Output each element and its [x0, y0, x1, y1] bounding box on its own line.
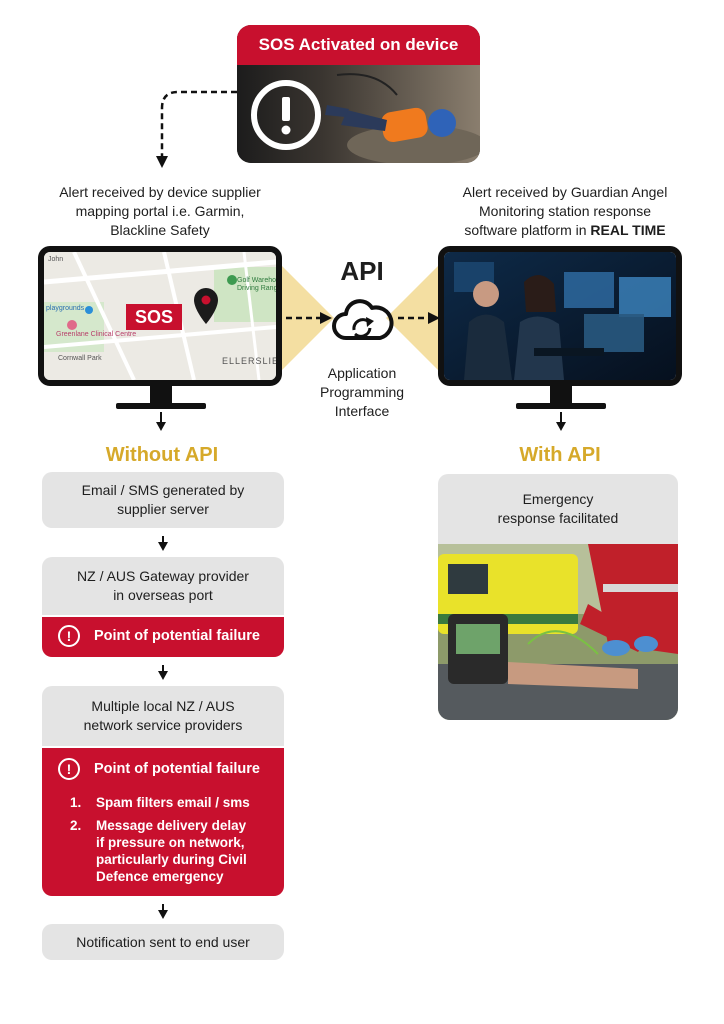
without-api-title: Without API: [105, 444, 219, 466]
step-email-sms: Email / SMS generated by supplier server: [42, 472, 284, 528]
failure-title: Point of potential failure: [94, 761, 260, 777]
step-line: network service providers: [83, 717, 243, 733]
portal-monitor-screen: Golf Warehouse Driving Range playgrounds…: [38, 246, 282, 386]
failure-item-text: Message delivery delay if pressure on ne…: [96, 818, 247, 884]
exclamation-circle-icon: [251, 80, 321, 150]
right-caption-line: Monitoring station response: [479, 203, 651, 219]
arrow-down: [156, 422, 166, 431]
step-local-network-providers: Multiple local NZ / AUS network service …: [42, 686, 284, 746]
api-caption-line: Application: [327, 365, 397, 381]
right-caption: Alert received by Guardian Angel Monitor…: [420, 183, 710, 240]
map-label-john: John: [48, 256, 63, 263]
arrow-stem: [162, 665, 164, 672]
arrow-down: [158, 671, 168, 680]
with-api-title: With API: [519, 444, 601, 466]
real-time-label: REAL TIME: [590, 222, 666, 238]
arrow-stem: [162, 536, 164, 543]
sos-to-portal-connector: [156, 90, 237, 168]
arrow-stem: [160, 412, 162, 424]
step-line: supplier server: [117, 501, 209, 517]
api-caption: Application Programming Interface: [312, 364, 412, 421]
portal-monitor-neck: [150, 386, 172, 404]
api-caption-line: Programming: [319, 384, 405, 400]
failure-item: 1. Spam filters email / sms: [70, 794, 270, 811]
fallen-worker-photo: [237, 65, 480, 163]
step-line: in overseas port: [113, 587, 213, 603]
left-caption-line: mapping portal i.e. Garmin,: [75, 203, 245, 219]
api-beams: [282, 266, 440, 370]
step-line: Email / SMS generated by: [81, 482, 245, 498]
failure-list: 1. Spam filters email / sms 2. Message del…: [42, 780, 284, 885]
arrow-down: [158, 542, 168, 551]
exclamation-circle-icon: !: [58, 625, 80, 647]
map-view: Golf Warehouse Driving Range playgrounds…: [44, 252, 276, 380]
api-title: API: [340, 256, 384, 286]
right-caption-line: software platform in REAL TIME: [420, 221, 710, 240]
left-caption-line: Alert received by device supplier: [59, 184, 261, 200]
monitoring-monitor-base: [516, 403, 606, 409]
map-label-playgrounds: playgrounds: [46, 305, 85, 312]
failure-item-number: 1.: [70, 795, 82, 810]
portal-monitor-base: [116, 403, 206, 409]
sos-title: SOS Activated on device: [237, 25, 480, 65]
map-label-clinic: Greenlane Clinical Centre: [56, 331, 136, 338]
monitoring-monitor-screen: [438, 246, 682, 386]
cpr-scene: [438, 544, 678, 720]
location-pin-icon: [194, 288, 218, 324]
arrow-stem: [560, 412, 562, 424]
left-caption-line: Blackline Safety: [110, 222, 210, 238]
failure-point-1: ! Point of potential failure: [42, 617, 284, 657]
step-line: NZ / AUS Gateway provider: [77, 568, 249, 584]
failure-header: ! Point of potential failure: [42, 617, 284, 647]
map-label-golf: Golf Warehouse: [237, 277, 276, 284]
arrow-down: [158, 910, 168, 919]
failure-header: ! Point of potential failure: [42, 748, 284, 780]
step-gateway-provider: NZ / AUS Gateway provider in overseas po…: [42, 557, 284, 615]
failure-title: Point of potential failure: [94, 628, 260, 644]
step-line: Multiple local NZ / AUS: [91, 698, 235, 714]
cloud-sync-icon: [332, 299, 394, 340]
failure-item: 2. Message delivery delay if pressure on …: [70, 817, 270, 885]
control-room-photo: [444, 252, 676, 380]
step-line: Emergency: [522, 491, 594, 507]
right-caption-line: Alert received by Guardian Angel: [462, 184, 668, 200]
exclamation-circle-icon: !: [58, 758, 80, 780]
map-label-golf-2: Driving Range: [237, 285, 276, 292]
failure-item-text: Spam filters email / sms: [96, 795, 250, 810]
step-line: response facilitated: [497, 510, 619, 526]
left-caption: Alert received by device supplier mappin…: [25, 183, 295, 240]
sos-activated-card: SOS Activated on device: [237, 25, 480, 163]
arrow-down: [556, 422, 566, 431]
failure-item-number: 2.: [70, 818, 82, 833]
monitoring-monitor-neck: [550, 386, 572, 404]
paramedic-photo: [438, 544, 678, 720]
map-sos-badge: [126, 304, 182, 330]
api-caption-line: Interface: [334, 403, 390, 419]
map-label-suburb: ELLERSLIE: [222, 356, 276, 366]
map-sos-text: SOS: [135, 307, 173, 327]
right-caption-prefix: software platform in: [464, 222, 591, 238]
step-emergency-response: Emergency response facilitated: [438, 474, 678, 544]
failure-point-2: ! Point of potential failure 1. Spam filt…: [42, 748, 284, 896]
arrow-stem: [162, 904, 164, 911]
step-notification-sent: Notification sent to end user: [42, 924, 284, 960]
map-label-park: Cornwall Park: [58, 355, 102, 362]
